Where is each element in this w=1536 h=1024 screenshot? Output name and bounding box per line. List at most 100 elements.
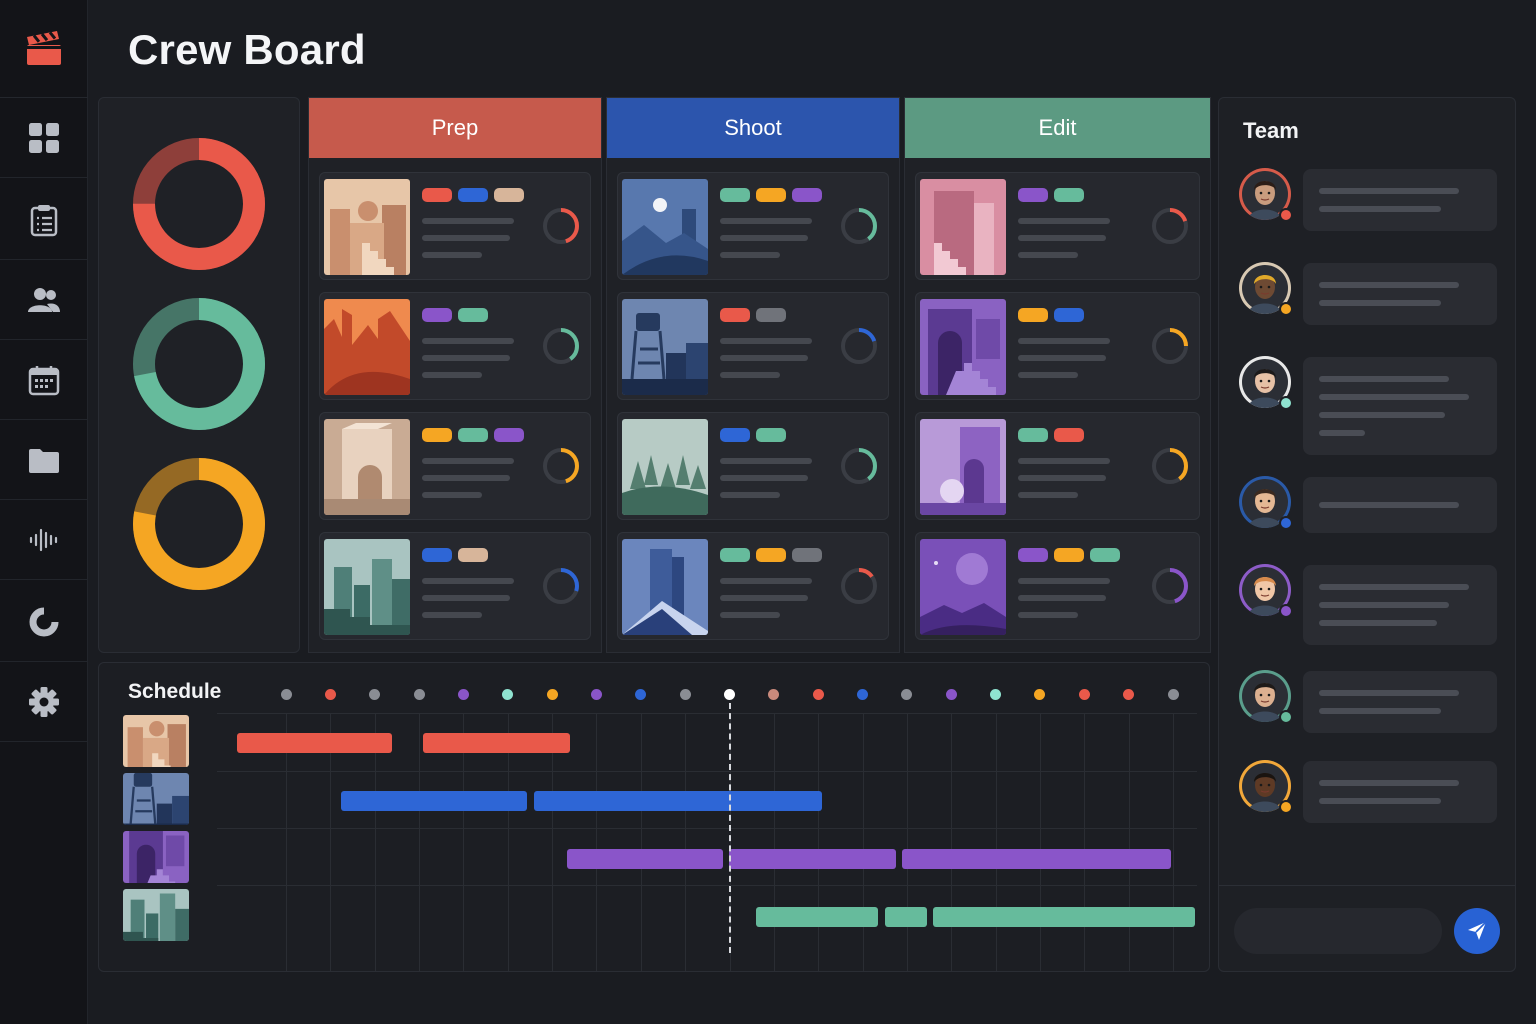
send-button[interactable] bbox=[1454, 908, 1500, 954]
column-header-shoot[interactable]: Shoot bbox=[607, 98, 899, 158]
team-member-avatar[interactable] bbox=[1239, 356, 1293, 410]
message-input[interactable] bbox=[1234, 908, 1442, 954]
message-bubble[interactable] bbox=[1303, 169, 1497, 231]
task-card[interactable] bbox=[915, 172, 1200, 280]
tag-chip[interactable] bbox=[756, 188, 786, 202]
tag-chip[interactable] bbox=[792, 188, 822, 202]
tag-chip[interactable] bbox=[458, 188, 488, 202]
tag-chip[interactable] bbox=[422, 188, 452, 202]
tag-chip[interactable] bbox=[1090, 548, 1120, 562]
tag-chip[interactable] bbox=[720, 188, 750, 202]
nav-reports[interactable] bbox=[0, 582, 88, 662]
timeline-marker[interactable] bbox=[502, 689, 514, 700]
timeline-marker[interactable] bbox=[812, 689, 824, 700]
timeline-marker[interactable] bbox=[724, 689, 735, 700]
tag-chip[interactable] bbox=[422, 428, 452, 442]
tag-chip[interactable] bbox=[720, 548, 750, 562]
nav-audio[interactable] bbox=[0, 500, 88, 580]
schedule-bar[interactable] bbox=[729, 849, 896, 869]
schedule-bar[interactable] bbox=[534, 791, 823, 811]
schedule-bar[interactable] bbox=[884, 907, 927, 927]
schedule-bar[interactable] bbox=[341, 791, 528, 811]
tag-chip[interactable] bbox=[494, 428, 524, 442]
task-card[interactable] bbox=[319, 292, 591, 400]
column-header-prep[interactable]: Prep bbox=[309, 98, 601, 158]
timeline-marker[interactable] bbox=[768, 689, 780, 700]
tag-chip[interactable] bbox=[1018, 308, 1048, 322]
task-card[interactable] bbox=[915, 292, 1200, 400]
team-member-avatar[interactable] bbox=[1239, 760, 1293, 814]
tag-chip[interactable] bbox=[458, 548, 488, 562]
timeline-marker[interactable] bbox=[369, 689, 381, 700]
task-card[interactable] bbox=[617, 412, 889, 520]
team-member-avatar[interactable] bbox=[1239, 476, 1293, 530]
timeline-marker[interactable] bbox=[990, 689, 1002, 700]
tag-chip[interactable] bbox=[792, 548, 822, 562]
timeline-marker[interactable] bbox=[457, 689, 469, 700]
team-member-avatar[interactable] bbox=[1239, 564, 1293, 618]
tag-chip[interactable] bbox=[720, 308, 750, 322]
nav-settings[interactable] bbox=[0, 662, 88, 742]
timeline-marker[interactable] bbox=[413, 689, 425, 700]
schedule-bar[interactable] bbox=[567, 849, 723, 869]
message-bubble[interactable] bbox=[1303, 263, 1497, 325]
message-bubble[interactable] bbox=[1303, 761, 1497, 823]
schedule-bar[interactable] bbox=[933, 907, 1195, 927]
timeline-marker[interactable] bbox=[679, 689, 691, 700]
task-card[interactable] bbox=[319, 172, 591, 280]
timeline-marker[interactable] bbox=[546, 689, 558, 700]
task-card[interactable] bbox=[319, 532, 591, 640]
nav-calendar[interactable] bbox=[0, 340, 88, 420]
task-card[interactable] bbox=[915, 532, 1200, 640]
tag-chip[interactable] bbox=[756, 308, 786, 322]
tag-chip[interactable] bbox=[494, 188, 524, 202]
tag-chip[interactable] bbox=[422, 548, 452, 562]
schedule-bar[interactable] bbox=[902, 849, 1171, 869]
timeline-marker[interactable] bbox=[280, 689, 292, 700]
tag-chip[interactable] bbox=[458, 308, 488, 322]
tag-chip[interactable] bbox=[1054, 188, 1084, 202]
task-card[interactable] bbox=[617, 172, 889, 280]
task-card[interactable] bbox=[915, 412, 1200, 520]
timeline-marker[interactable] bbox=[1123, 689, 1135, 700]
team-member-avatar[interactable] bbox=[1239, 262, 1293, 316]
tag-chip[interactable] bbox=[1018, 188, 1048, 202]
timeline-marker[interactable] bbox=[635, 689, 647, 700]
nav-files[interactable] bbox=[0, 420, 88, 500]
tag-chip[interactable] bbox=[756, 428, 786, 442]
message-bubble[interactable] bbox=[1303, 477, 1497, 533]
schedule-bar[interactable] bbox=[755, 907, 878, 927]
tag-chip[interactable] bbox=[1018, 428, 1048, 442]
timeline-marker[interactable] bbox=[945, 689, 957, 700]
nav-tasks[interactable] bbox=[0, 180, 88, 260]
message-bubble[interactable] bbox=[1303, 565, 1497, 645]
tag-chip[interactable] bbox=[422, 308, 452, 322]
timeline-marker[interactable] bbox=[1078, 689, 1090, 700]
nav-crew[interactable] bbox=[0, 260, 88, 340]
nav-dashboard[interactable] bbox=[0, 98, 88, 178]
schedule-bar[interactable] bbox=[237, 733, 393, 753]
timeline-marker[interactable] bbox=[324, 689, 336, 700]
tag-chip[interactable] bbox=[458, 428, 488, 442]
team-member-avatar[interactable] bbox=[1239, 168, 1293, 222]
app-logo[interactable] bbox=[0, 0, 88, 98]
task-card[interactable] bbox=[617, 532, 889, 640]
tag-chip[interactable] bbox=[1018, 548, 1048, 562]
message-bubble[interactable] bbox=[1303, 671, 1497, 733]
message-bubble[interactable] bbox=[1303, 357, 1497, 455]
tag-chip[interactable] bbox=[1054, 428, 1084, 442]
timeline-marker[interactable] bbox=[590, 689, 602, 700]
team-member-avatar[interactable] bbox=[1239, 670, 1293, 724]
schedule-bar[interactable] bbox=[423, 733, 570, 753]
task-card[interactable] bbox=[617, 292, 889, 400]
timeline-marker[interactable] bbox=[1167, 689, 1179, 700]
task-card[interactable] bbox=[319, 412, 591, 520]
tag-chip[interactable] bbox=[720, 428, 750, 442]
timeline-marker[interactable] bbox=[901, 689, 913, 700]
tag-chip[interactable] bbox=[1054, 548, 1084, 562]
tag-chip[interactable] bbox=[756, 548, 786, 562]
timeline-marker[interactable] bbox=[1034, 689, 1046, 700]
tag-chip[interactable] bbox=[1054, 308, 1084, 322]
column-header-edit[interactable]: Edit bbox=[905, 98, 1210, 158]
timeline-marker[interactable] bbox=[857, 689, 869, 700]
